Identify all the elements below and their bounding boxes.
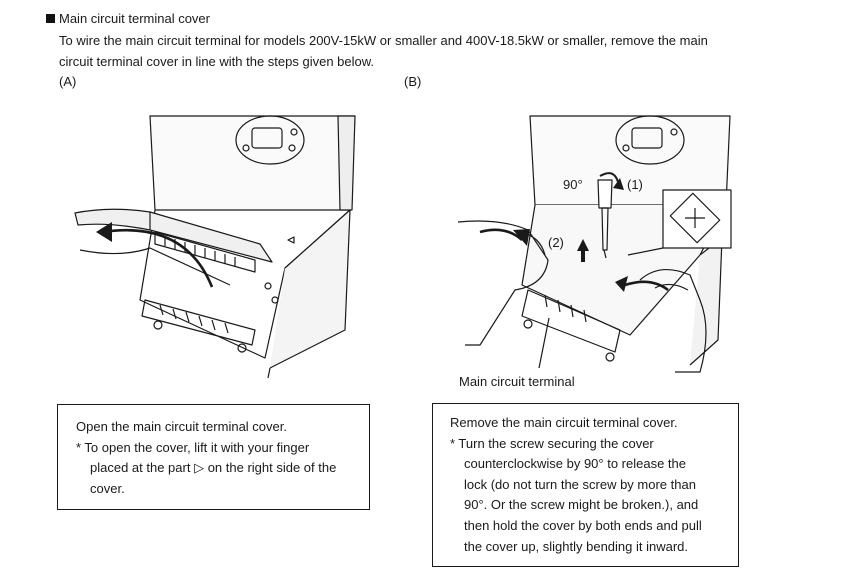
box-b-line-4: lock (do not turn the screw by more than (464, 476, 696, 492)
box-b-line-3: counterclockwise by 90° to release the (464, 456, 686, 472)
angle-callout: 90° (563, 177, 583, 192)
caption-box-b: Remove the main circuit terminal cover. … (432, 403, 739, 567)
main-circuit-terminal-label: Main circuit terminal (459, 374, 575, 389)
section-heading: Main circuit terminal cover (46, 9, 210, 29)
figure-b-label: (B) (404, 74, 422, 89)
box-a-line-4: cover. (90, 480, 125, 496)
box-b-line-7: the cover up, slightly bending it inward… (464, 538, 689, 554)
caption-box-a: Open the main circuit terminal cover. * … (57, 404, 370, 510)
box-a-line-3-end: on the right side of the (204, 460, 337, 476)
step-1-callout: (1) (627, 177, 643, 192)
intro-line-1: To wire the main circuit terminal for mo… (59, 33, 708, 48)
box-b-line-2: * Turn the screw securing the cover (450, 435, 654, 451)
square-bullet-icon (46, 14, 55, 23)
intro-line-2: circuit terminal cover in line with the … (59, 54, 375, 69)
figure-a-label: (A) (59, 74, 77, 89)
box-a-line-1: Open the main circuit terminal cover. (76, 419, 287, 434)
box-a-line-3: placed at the part ▷ on the right side o… (76, 458, 336, 479)
box-b-line-5: 90°. Or the screw might be broken.), and (464, 497, 699, 513)
heading-text: Main circuit terminal cover (59, 11, 210, 26)
box-b-line-1: Remove the main circuit terminal cover. (450, 415, 678, 430)
box-b-line-6: then hold the cover by both ends and pul… (464, 517, 702, 533)
triangle-marker-icon: ▷ (194, 460, 205, 476)
box-a-line-2: * To open the cover, lift it with your f… (76, 439, 310, 455)
step-2-callout: (2) (548, 235, 564, 250)
box-a-line-3-start: placed at the part (90, 460, 195, 476)
